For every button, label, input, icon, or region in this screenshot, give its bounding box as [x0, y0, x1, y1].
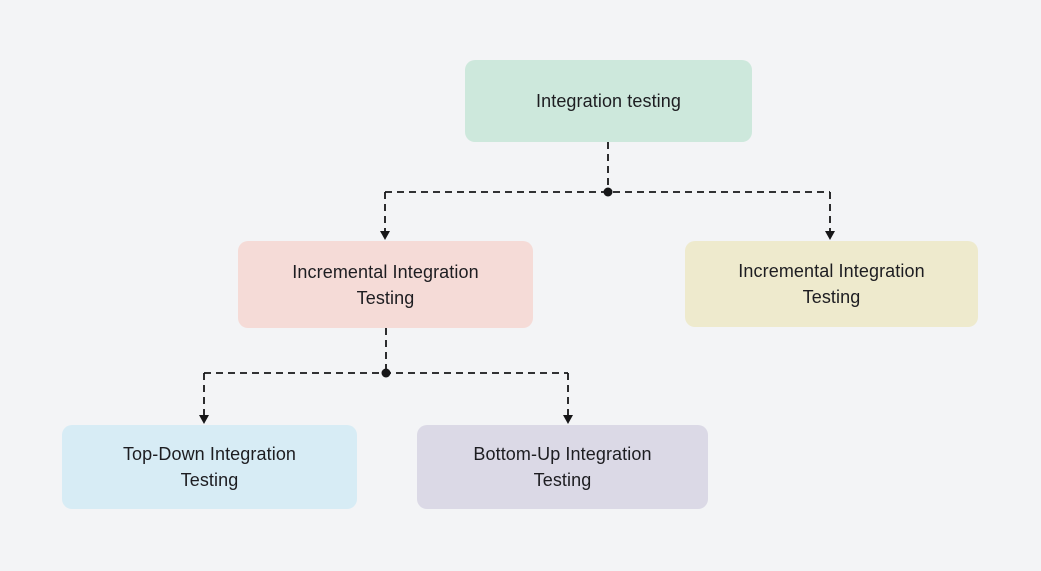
node-incremental-integration-testing-right[interactable]: Incremental Integration Testing	[685, 241, 978, 327]
arrowhead-top-down	[199, 415, 209, 424]
junction-dot-1	[603, 187, 613, 197]
node-label: Incremental Integration Testing	[292, 261, 479, 308]
node-label: Top-Down Integration Testing	[122, 444, 297, 490]
node-bottom-up-integration-testing[interactable]: Bottom-Up Integration Testing	[417, 425, 708, 509]
node-label: Bottom-Up Integration Testing	[473, 444, 652, 490]
arrowhead-bottom-up	[563, 415, 573, 424]
node-label: Incremental Integration Testing	[738, 261, 925, 307]
junction-dot-2	[381, 368, 391, 378]
arrowhead-inc-left	[380, 231, 390, 240]
arrowhead-inc-right	[825, 231, 835, 240]
node-label: Integration testing	[536, 91, 681, 111]
node-top-down-integration-testing[interactable]: Top-Down Integration Testing	[62, 425, 357, 509]
node-incremental-integration-testing-left[interactable]: Incremental Integration Testing	[238, 241, 533, 328]
node-integration-testing[interactable]: Integration testing	[465, 60, 752, 142]
